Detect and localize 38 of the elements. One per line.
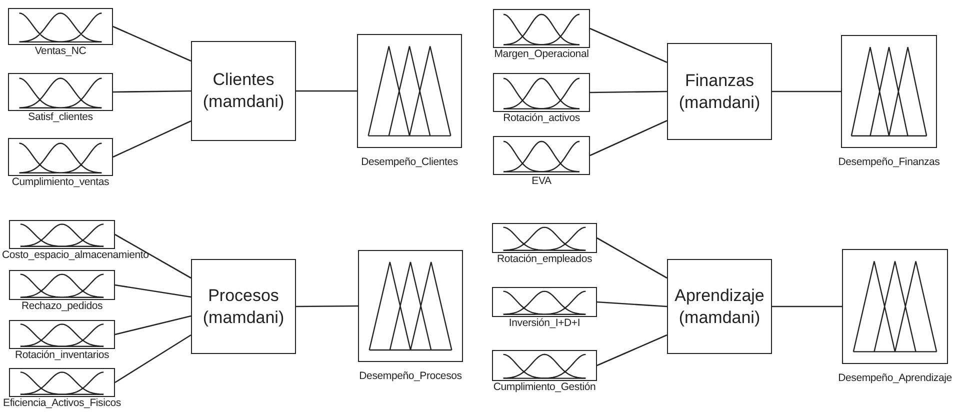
connector-line [772, 306, 842, 308]
variable-label: Desempeño_Finanzas [838, 156, 940, 168]
variable-label: Desempeño_Procesos [359, 370, 462, 382]
connector-line [296, 90, 357, 92]
variable-label: Costo_espacio_almacenamiento [2, 249, 149, 261]
connector-line [296, 305, 358, 308]
variable-label: Ventas_NC [34, 45, 86, 57]
inference-system-box: Clientes (mamdani) [191, 41, 296, 141]
variable-label: Rotación_activos [503, 112, 580, 124]
variable-label: Satisf_clientes [28, 111, 93, 123]
variable-label: Desempeño_Clientes [361, 156, 458, 168]
variable-label: Rotación_empleados [496, 253, 592, 265]
variable-label: Cumplimiento_Gestión [493, 381, 596, 393]
connector-line [596, 334, 668, 366]
inference-system-box: Finanzas (mamdani) [667, 43, 772, 140]
connector-line [590, 120, 668, 156]
connector-line [590, 28, 668, 63]
connector-line [114, 284, 192, 298]
variable-label: Cumplimiento_ventas [12, 176, 110, 188]
connector-line [596, 301, 668, 308]
connector-line [114, 315, 192, 336]
connector-line [113, 90, 191, 93]
connector-line [112, 120, 192, 158]
variable-label: Inversión_I+D+I [508, 317, 580, 329]
connector-line [772, 90, 841, 92]
connector-line [596, 237, 668, 279]
connector-line [112, 26, 192, 62]
variable-label: EVA [532, 175, 552, 187]
variable-label: Margen_Operacional [494, 48, 589, 60]
connector-line [114, 234, 192, 279]
connector-line [590, 90, 667, 94]
inference-system-box: Procesos (mamdani) [191, 259, 296, 354]
connector-line [114, 334, 192, 384]
variable-label: Rotación_inventarios [14, 349, 110, 361]
variable-label: Desempeño_Aprendizaje [838, 372, 952, 384]
variable-label: Eficiencia_Activos_Fisicos [3, 397, 121, 409]
inference-system-box: Aprendizaje (mamdani) [667, 259, 772, 354]
variable-label: Rechazo_pedidos [21, 300, 103, 312]
